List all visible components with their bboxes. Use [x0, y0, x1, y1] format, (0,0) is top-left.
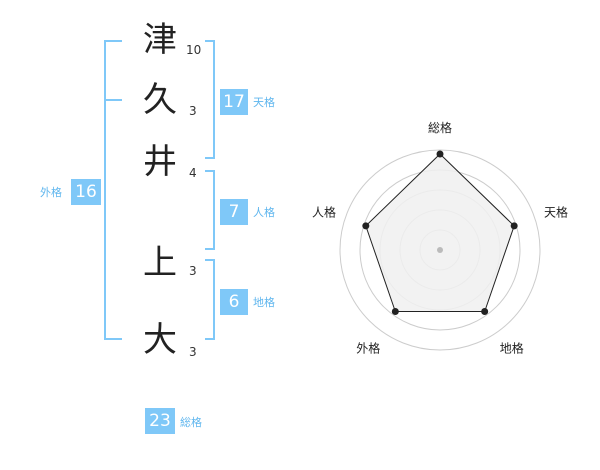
gaikaku-value-badge: 16	[71, 179, 101, 205]
radar-axis-label-1: 総格	[428, 120, 452, 135]
radar-point-4	[391, 307, 399, 315]
name-char-4: 上	[143, 243, 177, 283]
tenkaku-value-badge: 17	[220, 89, 248, 115]
chikaku-bracket-bottom	[205, 338, 215, 340]
radar-point-5	[362, 222, 370, 230]
stroke-count-1: 10	[186, 43, 202, 57]
gaikaku-label: 外格	[40, 186, 62, 199]
gaikaku-bracket-vertical	[104, 40, 106, 340]
radar-axis-label-5: 人格	[312, 204, 336, 219]
soukaku-value-badge: 23	[145, 408, 175, 434]
radar-ring-5	[339, 149, 541, 351]
radar-axis-label-2: 天格	[544, 204, 568, 219]
radar-point-2	[510, 222, 518, 230]
radar-point-3	[481, 307, 489, 315]
chikaku-value-badge: 6	[220, 289, 248, 315]
stroke-count-5: 3	[189, 345, 197, 359]
chikaku-bracket-top	[205, 259, 215, 261]
gaikaku-bracket-mid	[104, 99, 122, 101]
name-char-2: 久	[143, 80, 177, 120]
jinkaku-bracket-top	[205, 170, 215, 172]
jinkaku-label: 人格	[253, 206, 275, 219]
chikaku-bracket-vertical	[213, 259, 215, 340]
jinkaku-value-badge: 7	[220, 199, 248, 225]
chikaku-label: 地格	[253, 296, 275, 309]
gaikaku-bracket-bottom	[104, 338, 122, 340]
jinkaku-bracket-vertical	[213, 170, 215, 250]
radar-axis-label-4: 外格	[356, 341, 380, 356]
name-char-1: 津	[143, 20, 177, 60]
soukaku-label: 総格	[180, 416, 202, 429]
name-char-5: 大	[143, 320, 177, 360]
radar-center-dot	[437, 247, 443, 253]
tenkaku-bracket-vertical	[213, 40, 215, 159]
radar-value-polygon	[365, 153, 515, 312]
tenkaku-bracket-top	[205, 40, 215, 42]
stroke-count-3: 4	[189, 166, 197, 180]
jinkaku-bracket-bottom	[205, 248, 215, 250]
radar-axis-label-3: 地格	[500, 341, 524, 356]
radar-point-1	[436, 150, 444, 158]
tenkaku-bracket-bottom	[205, 157, 215, 159]
name-char-3: 井	[143, 142, 177, 182]
stroke-count-2: 3	[189, 104, 197, 118]
gaikaku-bracket-top	[104, 40, 122, 42]
tenkaku-label: 天格	[253, 96, 275, 109]
stroke-count-4: 3	[189, 264, 197, 278]
